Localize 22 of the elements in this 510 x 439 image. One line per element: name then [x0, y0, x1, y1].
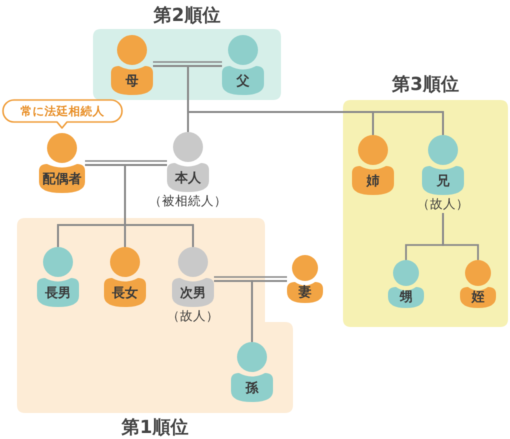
person-label: 母 [124, 73, 140, 91]
person-label: 孫 [244, 380, 260, 398]
tree-line [442, 213, 479, 260]
person-label: 父 [235, 73, 250, 91]
person-label: 甥 [398, 289, 414, 307]
person-label: 本人 [174, 170, 202, 188]
person-label: 姉 [365, 173, 380, 191]
tier-heading: 第1順位 [120, 416, 190, 439]
person-label: 兄 [435, 173, 450, 191]
status-note: （故人） [166, 308, 220, 324]
person-label: 次男 [179, 285, 207, 303]
person-label: 長女 [111, 285, 139, 303]
tree-line [251, 280, 287, 342]
person-label: 妻 [298, 284, 312, 302]
callout-text: 常に法廷相続人 [20, 103, 106, 119]
tier-heading: 第3順位 [391, 73, 460, 97]
person-label: 長男 [44, 285, 72, 303]
person-label: 姪 [470, 289, 486, 307]
status-note: （被相続人） [148, 193, 228, 209]
tier-heading: 第2順位 [152, 4, 222, 28]
person-label: 配偶者 [42, 171, 82, 189]
status-note: （故人） [416, 196, 470, 212]
